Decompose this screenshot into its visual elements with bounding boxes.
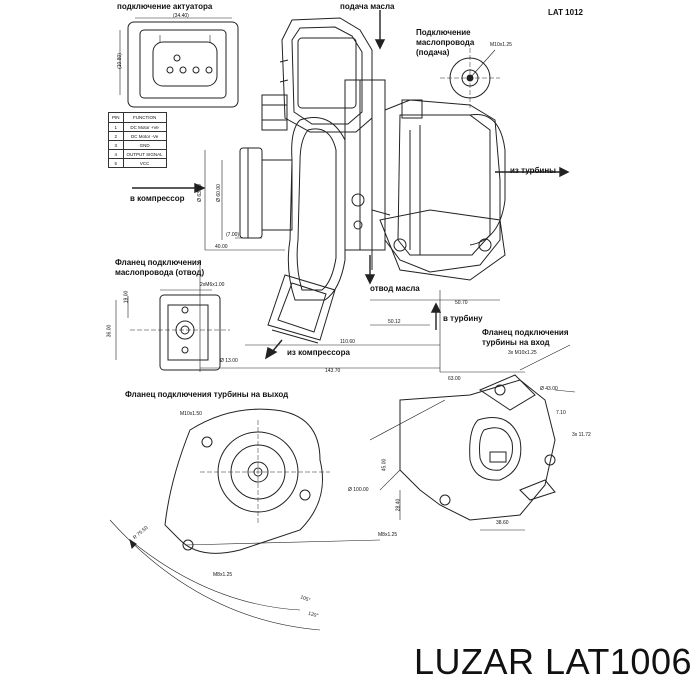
dim-50-70: 50.70 (455, 300, 468, 306)
dim-43: Ø 43.00 (540, 386, 558, 392)
arrow-to-compressor (132, 182, 206, 194)
turbine-inlet-flange (369, 344, 576, 531)
label-oil-supply: подача масла (340, 2, 395, 11)
dim-143: 143.70 (325, 368, 341, 374)
arrow-oil-return (364, 255, 376, 285)
table-row: 5 VCC (108, 158, 167, 168)
table-cell: 1 (108, 122, 124, 132)
table-row: 2 DC Motor -Ve (108, 131, 167, 141)
dim-19: 19.00 (123, 290, 130, 304)
table-header-row: PIN FUNCTION (108, 112, 167, 123)
dim-7-10: 7.10 (556, 410, 566, 416)
dim-45: 45.00 (381, 458, 388, 472)
table-row: 3 GND (108, 140, 167, 150)
dim-7: (7.00) (226, 232, 240, 238)
arrow-from-compressor (265, 339, 283, 360)
dim-m8: M8x1.25 (213, 572, 233, 578)
label-from-compressor: из компрессора (287, 348, 350, 357)
oil-return-flange (115, 289, 230, 371)
table-cell: 4 (108, 149, 124, 159)
dim-34: (34.40) (173, 13, 189, 19)
drawing-code: LAT 1012 (548, 8, 583, 17)
actuator-connector (119, 17, 239, 108)
dim-36: 36.00 (106, 324, 113, 338)
dim-63-00: 63.00 (448, 376, 461, 382)
dim-13: Ø 13.00 (220, 358, 238, 364)
dim-28: 28.40 (395, 498, 402, 512)
label-oil-flange-return: Фланец подключения маслопровода (отвод) (115, 258, 205, 277)
dim-40: 40.00 (215, 244, 228, 250)
label-oil-return: отвод масла (370, 284, 420, 293)
label-turbine-flange-in: Фланец подключения турбины на вход (482, 328, 569, 347)
label-to-compressor: в компрессор (130, 194, 185, 203)
table-row: 4 OUTPUT SIGNAL (108, 149, 167, 159)
brand-part-number: LUZAR LAT1006 (414, 641, 692, 682)
dim-50-12: 50.12 (388, 319, 401, 325)
label-turbine-flange-out: Фланец подключения турбины на выход (125, 390, 289, 399)
dim-m8-in: M8x1.25 (378, 532, 398, 538)
dim-10: (10.80) (116, 53, 123, 69)
turbine-outlet-flange (109, 408, 381, 631)
dim-m10-supply: M10x1.25 (490, 42, 512, 48)
table-cell: DC Motor +Ve (122, 122, 167, 132)
dim-38: 38.60 (496, 520, 509, 526)
table-cell: DC Motor -Ve (122, 131, 167, 141)
dim-63: Ø 63.30 (196, 184, 203, 202)
label-to-turbine-in: в турбину (443, 314, 483, 323)
table-cell: OUTPUT SIGNAL (122, 149, 167, 159)
table-cell: GND (122, 140, 167, 150)
dim-3x-m10: 3x M10x1.25 (508, 350, 537, 356)
dim-m10-out: M10x1.50 (180, 411, 202, 417)
label-actuator-connection: подключение актуатора (117, 2, 213, 11)
arrow-from-turbine (495, 166, 570, 178)
oil-supply-flange (440, 48, 500, 108)
table-header-pin: PIN (108, 112, 124, 123)
label-to-turbine-out: из турбины (510, 166, 556, 175)
dim-110: 110.60 (340, 339, 355, 345)
dim-3x-11: 3x 11.72 (572, 432, 591, 438)
arrow-oil-supply (374, 10, 386, 50)
table-cell: VCC (122, 158, 167, 168)
table-cell: 5 (108, 158, 124, 168)
table-row: 1 DC Motor +Ve (108, 122, 167, 132)
table-header-function: FUNCTION (122, 112, 167, 123)
table-cell: 2 (108, 131, 124, 141)
table-cell: 3 (108, 140, 124, 150)
main-dimensions (199, 150, 500, 372)
arrow-to-turbine (430, 302, 442, 330)
dim-2xm6: 2xM6x1.00 (200, 282, 225, 288)
pin-function-table: PIN FUNCTION 1 DC Motor +Ve 2 DC Motor -… (108, 112, 167, 168)
label-oil-line-connection: Подключение маслопровода (подача) (416, 28, 475, 57)
turbocharger-body (239, 17, 506, 344)
dim-60: Ø 60.00 (215, 184, 222, 202)
dim-100: Ø 100.00 (348, 487, 369, 493)
